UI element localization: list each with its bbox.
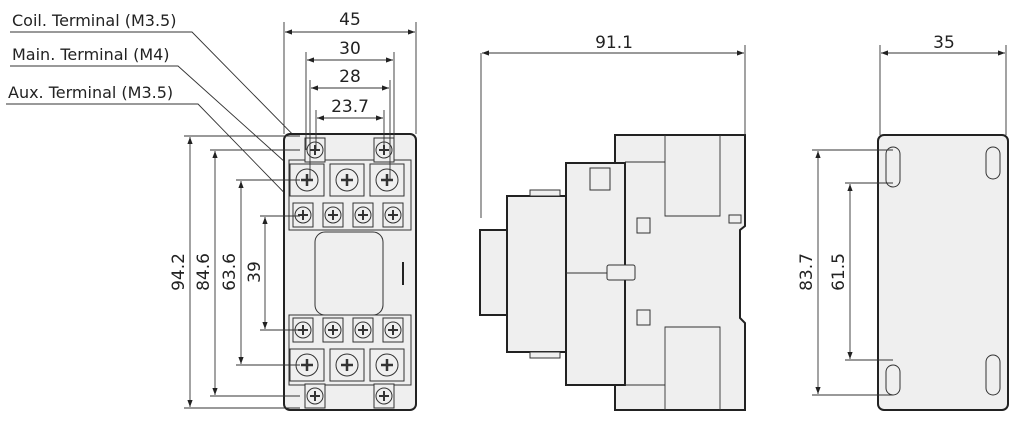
dim-30: 30 bbox=[339, 39, 361, 59]
dim-61-5: 61.5 bbox=[829, 253, 849, 291]
mounting-slot bbox=[985, 354, 1001, 396]
dim-28: 28 bbox=[339, 67, 361, 87]
mounting-slot bbox=[885, 146, 901, 188]
aux-terminal-label: Aux. Terminal (M3.5) bbox=[8, 83, 173, 102]
terminal-labels: Coil. Terminal (M3.5) Main. Terminal (M4… bbox=[6, 11, 309, 213]
coil-leader-line bbox=[10, 31, 309, 151]
dim-84-6: 84.6 bbox=[194, 253, 214, 291]
keyhole-slot bbox=[885, 364, 901, 396]
dim-91-1: 91.1 bbox=[595, 33, 633, 53]
front-view bbox=[283, 133, 417, 411]
coil-terminal-label: Coil. Terminal (M3.5) bbox=[12, 11, 176, 30]
main-leader-line bbox=[10, 65, 306, 181]
side-view: 91.1 bbox=[479, 33, 746, 411]
keyhole-slot bbox=[985, 146, 1001, 180]
front-height-dimensions: 94.2 84.6 63.6 39 bbox=[169, 135, 300, 409]
mounting-plate-view: 35 83.7 61.5 bbox=[797, 33, 1009, 411]
dim-39: 39 bbox=[245, 261, 265, 283]
indicator-window bbox=[314, 231, 384, 316]
dim-83-7: 83.7 bbox=[797, 253, 817, 291]
dim-23-7: 23.7 bbox=[331, 97, 369, 117]
front-width-dimensions: 45 30 28 23.7 bbox=[283, 10, 417, 180]
dim-94-2: 94.2 bbox=[169, 253, 189, 291]
dim-45: 45 bbox=[339, 10, 361, 30]
aux-leader-line bbox=[6, 103, 304, 213]
dim-35: 35 bbox=[933, 33, 955, 53]
main-terminal-label: Main. Terminal (M4) bbox=[12, 45, 170, 64]
dim-63-6: 63.6 bbox=[220, 253, 240, 291]
